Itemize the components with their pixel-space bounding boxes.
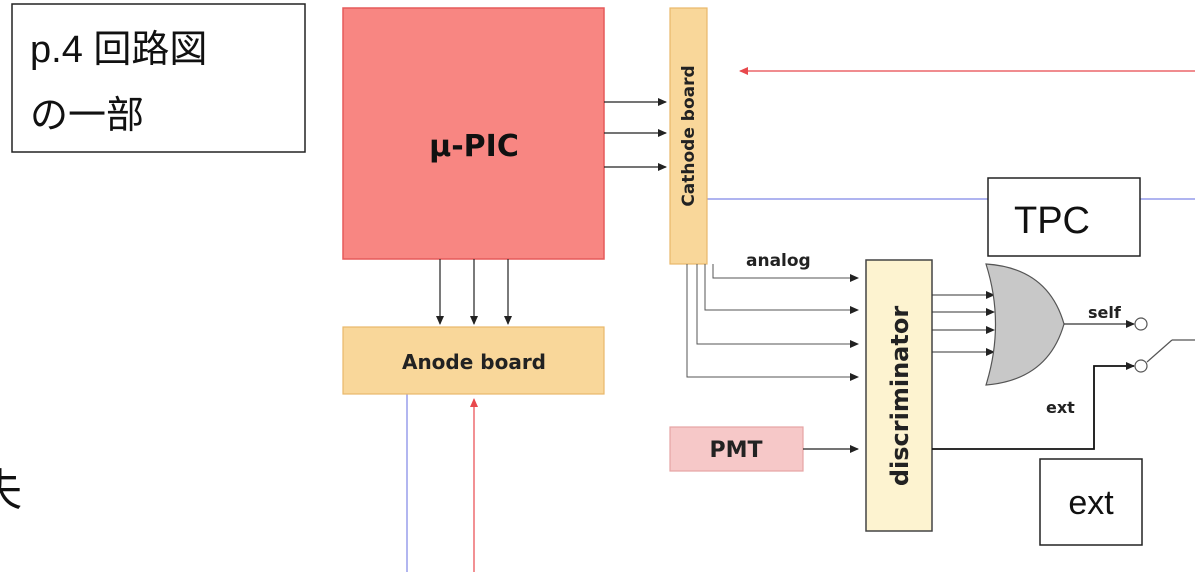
mupic-label: μ-PIC bbox=[429, 129, 519, 164]
note-line-2: の一部 bbox=[30, 95, 144, 137]
analog-label: analog bbox=[746, 251, 811, 271]
note-box: p.4 回路図 の一部 bbox=[11, 3, 306, 153]
ext-terminal bbox=[1134, 359, 1148, 373]
discriminator-label: discriminator bbox=[886, 306, 914, 486]
pmt-label: PMT bbox=[709, 438, 762, 463]
tpc-label: TPC bbox=[1014, 200, 1090, 242]
ext-box-label: ext bbox=[1068, 484, 1114, 522]
analog-line-3 bbox=[696, 264, 859, 348]
cathode-board-label: Cathode board bbox=[679, 65, 699, 206]
ext-signal-path bbox=[932, 362, 1135, 450]
analog-line-1 bbox=[712, 264, 859, 282]
anode-board-label: Anode board bbox=[402, 350, 546, 374]
or-gate bbox=[985, 263, 1065, 386]
self-terminal bbox=[1134, 317, 1148, 331]
clipped-left-glyph: 失 bbox=[0, 466, 22, 515]
tpc-box: TPC bbox=[987, 177, 1141, 257]
selector-switch bbox=[1146, 339, 1173, 363]
discriminator-block: discriminator bbox=[865, 259, 933, 532]
self-label: self bbox=[1088, 303, 1122, 322]
mupic-block: μ-PIC bbox=[342, 7, 605, 260]
anode-board: Anode board bbox=[342, 326, 605, 395]
analog-line-2 bbox=[704, 264, 859, 314]
ext-signal-label: ext bbox=[1046, 398, 1075, 417]
note-line-1: p.4 回路図 bbox=[30, 29, 207, 71]
pmt-block: PMT bbox=[669, 426, 804, 472]
cathode-board: Cathode board bbox=[669, 7, 708, 265]
ext-box: ext bbox=[1039, 458, 1143, 546]
analog-line-4 bbox=[686, 264, 859, 381]
analog-lines bbox=[686, 264, 859, 381]
